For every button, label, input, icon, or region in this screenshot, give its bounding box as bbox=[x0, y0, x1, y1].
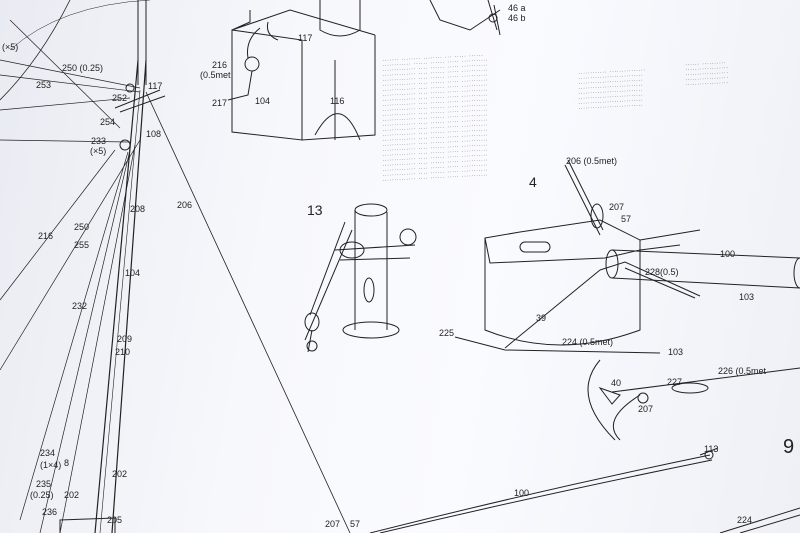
label-025: (0.25) bbox=[30, 490, 54, 500]
label-217: 217 bbox=[212, 98, 228, 108]
label-228: 228(0.5) bbox=[645, 267, 679, 277]
crosstree bbox=[114, 89, 166, 113]
label-254: 254 bbox=[100, 117, 116, 127]
block-104 bbox=[231, 29, 303, 141]
hull-outline bbox=[484, 219, 641, 264]
label-202a: 202 bbox=[64, 490, 80, 500]
label-207b: 207 bbox=[638, 404, 654, 414]
label-104b: 104 bbox=[125, 268, 141, 278]
mast-inner bbox=[99, 89, 141, 533]
label-252: 252 bbox=[112, 93, 128, 103]
label-206b: 206 (0.5met) bbox=[566, 156, 618, 166]
label-100a: 100 bbox=[720, 249, 736, 259]
label-116: 116 bbox=[330, 96, 345, 106]
label-57a: 57 bbox=[621, 214, 632, 224]
bottom-boom bbox=[369, 454, 713, 533]
label-57b: 57 bbox=[350, 519, 361, 529]
label-05met-a: (0.5met bbox=[200, 70, 231, 80]
label-208: 208 bbox=[130, 204, 146, 214]
label-216: 216 bbox=[212, 60, 228, 70]
label-108: 108 bbox=[146, 129, 162, 139]
label-209: 209 bbox=[117, 334, 133, 344]
mast-outline bbox=[94, 59, 147, 533]
label-40: 40 bbox=[611, 378, 622, 388]
label-255: 255 bbox=[74, 240, 90, 250]
label-103b: 103 bbox=[668, 347, 684, 357]
label-216b: 216 bbox=[38, 231, 54, 241]
label-39: 39 bbox=[536, 313, 547, 323]
figure-4-label: 4 bbox=[529, 174, 537, 190]
label-236: 236 bbox=[42, 507, 58, 517]
label-235: 235 bbox=[36, 479, 52, 489]
upper-curve bbox=[9, 0, 151, 51]
label-117a: 117 bbox=[298, 33, 313, 43]
label-225: 225 bbox=[439, 328, 455, 338]
label-113: 113 bbox=[704, 444, 719, 454]
label-207c: 207 bbox=[325, 519, 341, 529]
boom-100 bbox=[611, 249, 800, 289]
label-210: 210 bbox=[115, 347, 131, 357]
figure-13-label: 13 bbox=[307, 202, 323, 218]
label-46a: 46 a bbox=[508, 3, 526, 13]
label-250b: 250 bbox=[74, 222, 90, 232]
label-205: 205 bbox=[107, 515, 123, 525]
label-117c: 117 bbox=[148, 81, 163, 91]
label-103a: 103 bbox=[739, 292, 755, 302]
label-250: 250 (0.25) bbox=[62, 63, 104, 73]
block-116 bbox=[301, 35, 376, 141]
label-104a: 104 bbox=[255, 96, 271, 106]
label-224: 224 (0.5met) bbox=[562, 337, 614, 347]
label-206a: 206 bbox=[177, 200, 193, 210]
label-207a: 207 bbox=[609, 202, 625, 212]
parts-table: ....... ........ ........ ... ..... ....… bbox=[382, 51, 488, 182]
curve-top-left bbox=[0, 0, 71, 101]
label-46b: 46 b bbox=[508, 13, 526, 23]
label-202b: 202 bbox=[112, 469, 128, 479]
parts-notes-right: ...... .......... .................. ...… bbox=[685, 58, 729, 87]
stay-206 bbox=[145, 91, 351, 533]
label-x5: (×5) bbox=[2, 42, 19, 52]
parts-notes: ............ ............... ...........… bbox=[578, 66, 646, 110]
label-234: 234 bbox=[40, 448, 56, 458]
label-233: 233 bbox=[91, 136, 107, 146]
label-253: 253 bbox=[36, 80, 52, 90]
label-1x4: (1×4) bbox=[40, 460, 62, 470]
topmast bbox=[137, 0, 147, 85]
figure-9-label: 9 bbox=[783, 436, 795, 458]
label-100b: 100 bbox=[514, 488, 530, 498]
label-227: 227 bbox=[667, 377, 683, 387]
label-224b: 224 bbox=[737, 515, 753, 525]
bitt-post bbox=[354, 210, 388, 330]
label-226: 226 (0.5met bbox=[718, 366, 767, 376]
shroud-lines bbox=[0, 19, 141, 533]
label-x5b: (×5) bbox=[90, 146, 107, 156]
mast-base bbox=[59, 517, 116, 533]
label-232: 232 bbox=[72, 301, 88, 311]
label-8: 8 bbox=[64, 458, 70, 468]
